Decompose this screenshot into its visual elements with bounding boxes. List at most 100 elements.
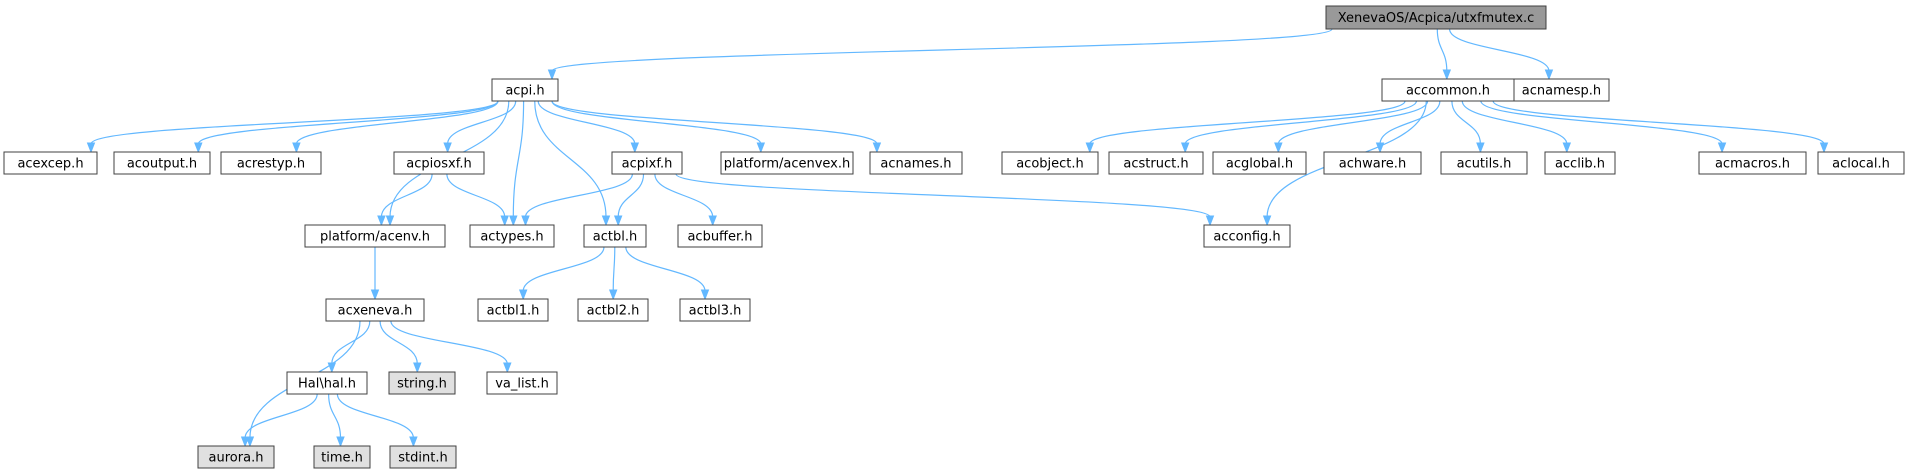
node-acutils-h[interactable]: acutils.h <box>1440 151 1528 175</box>
edge-accommon-to-acutils <box>1451 100 1481 145</box>
node-label: acpiosxf.h <box>406 157 471 172</box>
arrowhead-shape <box>1717 142 1727 154</box>
node-acobject-h[interactable]: acobject.h <box>1001 151 1099 175</box>
arrowhead-shape <box>521 215 530 227</box>
arrowhead-shape <box>503 362 512 374</box>
node-label: platform/acenvex.h <box>724 157 851 172</box>
node-box <box>1323 151 1422 175</box>
node-actbl1-h[interactable]: actbl1.h <box>477 298 549 322</box>
node-acglobal-h[interactable]: acglobal.h <box>1212 151 1307 175</box>
edge-arrowhead <box>521 215 530 227</box>
node-actbl3-h[interactable]: actbl3.h <box>679 298 751 322</box>
node-box <box>1212 151 1307 175</box>
node-box <box>677 224 763 248</box>
node-aurora-h[interactable]: aurora.h <box>197 445 275 469</box>
edge-acpixf-to-actbl <box>617 173 645 218</box>
edge-acpiosxf-to-actypes <box>446 173 506 218</box>
arrowhead-shape <box>1544 69 1554 81</box>
edge-arrowhead <box>503 362 512 374</box>
node-acpiosxf-h[interactable]: acpiosxf.h <box>393 151 485 175</box>
edge-acpi-to-acexcep <box>90 100 499 145</box>
edge-acpi-to-acpixf <box>537 100 636 145</box>
edge-halh-to-stdint <box>336 393 414 439</box>
node-acnames-h[interactable]: acnames.h <box>869 151 963 175</box>
node-stdint-h[interactable]: stdint.h <box>389 445 457 469</box>
node-acrestyp-h[interactable]: acrestyp.h <box>220 151 322 175</box>
arrowhead-shape <box>1262 215 1272 227</box>
node-acpi-h[interactable]: acpi.h <box>491 78 559 102</box>
nodes-layer: XenevaOS/Acpica/utxfmutex.c acpi.h accommo… <box>3 5 1905 469</box>
node-actbl-h[interactable]: actbl.h <box>583 224 647 248</box>
node-box <box>469 224 555 248</box>
node-acexcep-h[interactable]: acexcep.h <box>3 151 98 175</box>
node-acclib-h[interactable]: acclib.h <box>1544 151 1616 175</box>
node-acconfig-h[interactable]: acconfig.h <box>1203 224 1291 248</box>
node-label: string.h <box>397 377 447 392</box>
node-acpixf-h[interactable]: acpixf.h <box>611 151 683 175</box>
edge-arrowhead <box>708 215 717 227</box>
edge-arrowhead <box>86 142 96 154</box>
edge-line <box>675 173 1211 218</box>
node-box <box>477 298 549 322</box>
node-label: actbl2.h <box>587 304 640 319</box>
edge-arrowhead <box>409 436 418 448</box>
edge-arrowhead <box>756 142 766 154</box>
edge-arrowhead <box>1562 142 1572 154</box>
node-label: XenevaOS/Acpica/utxfmutex.c <box>1338 11 1535 26</box>
node-box <box>577 298 649 322</box>
node-box <box>679 298 751 322</box>
node-label: Hal\hal.h <box>298 377 356 392</box>
edge-arrowhead <box>630 142 640 154</box>
node-label: acexcep.h <box>17 157 83 172</box>
node-label: accommon.h <box>1406 84 1490 99</box>
node-label: acrestyp.h <box>237 157 305 172</box>
node-hal-hal-h[interactable]: Hal\hal.h <box>286 371 368 395</box>
arrowhead-shape <box>292 142 301 154</box>
node-acoutput-h[interactable]: acoutput.h <box>113 151 211 175</box>
node-label: acbuffer.h <box>687 230 752 245</box>
node-actypes-h[interactable]: actypes.h <box>469 224 555 248</box>
arrowhead-shape <box>1205 215 1215 227</box>
edge-arrowhead <box>700 289 710 301</box>
node-actbl2-h[interactable]: actbl2.h <box>577 298 649 322</box>
node-va-list-h[interactable]: va_list.h <box>486 371 558 395</box>
node-box <box>486 371 558 395</box>
node-acstruct-h[interactable]: acstruct.h <box>1108 151 1204 175</box>
node-acxeneva-h[interactable]: acxeneva.h <box>325 298 425 322</box>
edge-acpiosxf-to-acenv <box>380 173 433 218</box>
node-label: stdint.h <box>398 451 447 466</box>
edge-acpi-to-acrestyp <box>295 100 499 145</box>
edge-line <box>1277 100 1429 145</box>
arrowhead-shape <box>613 215 623 227</box>
edge-acxeneva-to-halh <box>331 320 371 365</box>
edge-arrowhead <box>601 215 611 227</box>
node-box <box>1440 151 1528 175</box>
node-platform-acenv-h[interactable]: platform/acenv.h <box>304 224 446 248</box>
edge-arrowhead <box>547 69 557 81</box>
node-label: actypes.h <box>480 230 543 245</box>
node-box <box>286 371 368 395</box>
edge-arrowhead <box>413 362 422 374</box>
node-label: acoutput.h <box>127 157 197 172</box>
edge-line <box>551 28 1333 72</box>
node-acnamesp-h[interactable]: acnamesp.h <box>1513 78 1610 102</box>
node-string-h[interactable]: string.h <box>388 371 456 395</box>
node-time-h[interactable]: time.h <box>313 445 371 469</box>
edge-line <box>537 100 636 145</box>
node-achware-h[interactable]: achware.h <box>1323 151 1422 175</box>
node-box <box>583 224 647 248</box>
arrowhead-shape <box>1476 142 1485 154</box>
node-aclocal-h[interactable]: aclocal.h <box>1817 151 1905 175</box>
arrowhead-shape <box>413 362 422 374</box>
node-label: acnames.h <box>880 157 951 172</box>
node-acbuffer-h[interactable]: acbuffer.h <box>677 224 763 248</box>
edge-arrowhead <box>443 142 452 154</box>
node-accommon-h[interactable]: accommon.h <box>1381 78 1515 102</box>
edge-line <box>380 173 433 218</box>
node-platform-acenvex-h[interactable]: platform/acenvex.h <box>720 151 854 175</box>
edge-arrowhead <box>1180 142 1190 154</box>
edge-line <box>522 246 605 292</box>
node-xenevaos-acpica-utxfmutex-c[interactable]: XenevaOS/Acpica/utxfmutex.c <box>1325 5 1547 30</box>
node-acmacros-h[interactable]: acmacros.h <box>1698 151 1807 175</box>
